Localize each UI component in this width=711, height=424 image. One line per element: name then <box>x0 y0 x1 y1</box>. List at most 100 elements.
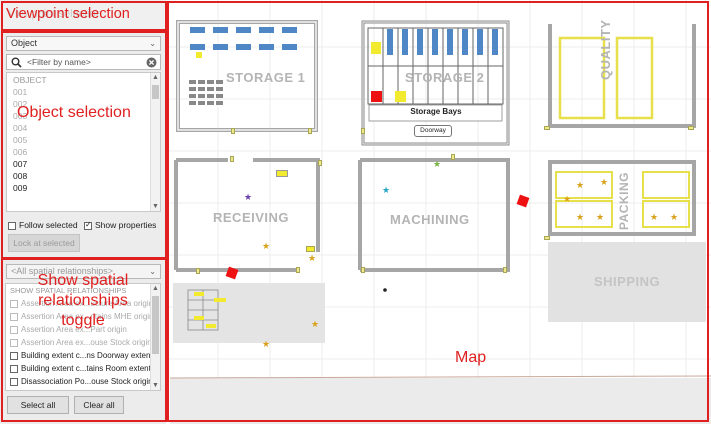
floor-plan[interactable] <box>168 0 711 424</box>
list-item[interactable]: 005 <box>13 135 28 145</box>
select-all-button[interactable]: Select all <box>7 396 69 414</box>
stock-star-icon[interactable]: ★ <box>262 339 271 349</box>
relationship-label: Assertion Area ex...ouse Stock origin <box>21 338 152 347</box>
show-properties-label: Show properties <box>95 220 157 230</box>
relationship-item[interactable]: Building extent c...tains Room extent <box>6 362 160 375</box>
door-marker <box>308 128 312 134</box>
stock-star-icon[interactable]: ★ <box>382 185 391 195</box>
relationship-label: Building extent c...tains Room extent <box>21 364 151 373</box>
relationships-section-header: SHOW SPATIAL RELATIONSHIPS <box>10 286 127 295</box>
room-label-storage-1: STORAGE 1 <box>226 70 306 85</box>
object-type-dropdown[interactable]: Object ⌄ <box>6 36 161 51</box>
chevron-down-icon: ⌄ <box>149 267 156 276</box>
relationship-item[interactable]: Assertion Area ex...ouse Stock origin <box>6 336 160 349</box>
relationships-scrollbar[interactable]: ▲ ▼ <box>150 284 160 390</box>
list-item[interactable]: 003 <box>13 111 28 121</box>
relationships-list[interactable]: SHOW SPATIAL RELATIONSHIPS Assertion Are… <box>5 283 161 391</box>
search-icon <box>11 57 22 68</box>
room-label-packing: PACKING <box>617 172 631 230</box>
list-item[interactable]: 002 <box>13 99 28 109</box>
relationship-item[interactable]: Assertion Area ex...Part origin <box>6 323 160 336</box>
relationships-dropdown[interactable]: <All spatial relationships> ⌄ <box>6 264 161 279</box>
door-marker <box>544 126 550 130</box>
follow-selected-label: Follow selected <box>19 220 78 230</box>
scroll-up-icon[interactable]: ▲ <box>152 285 159 292</box>
relationship-item[interactable]: Disassociation Po...ouse Stock origin <box>6 375 160 388</box>
stock-star-icon[interactable]: ★ <box>650 212 659 222</box>
relationship-item[interactable]: Assertion Area ex...ucture Area origin <box>6 297 160 310</box>
relationship-label: Building extent c...ns Doorway extent <box>21 351 153 360</box>
stock-star-icon[interactable]: ★ <box>244 192 253 202</box>
follow-selected-checkbox[interactable]: Follow selected <box>8 220 78 230</box>
viewpoint-header: Viewpoint selection <box>8 8 102 20</box>
search-input[interactable]: <Filter by name> <box>27 57 91 67</box>
list-item[interactable]: 001 <box>13 87 28 97</box>
scroll-down-icon[interactable]: ▼ <box>152 203 159 210</box>
door-marker <box>544 236 550 240</box>
viewpoint-panel: Viewpoint selection <box>0 0 166 30</box>
door-marker <box>451 154 455 160</box>
door-marker <box>318 160 322 166</box>
annotation-relationships-line2: relationships <box>38 292 128 309</box>
lock-at-selected-button[interactable]: Lock at selected <box>8 234 80 252</box>
annotation-relationships-line3: toggle <box>61 312 105 329</box>
object-list[interactable]: OBJECT 001 002 003 004 005 006 007 008 0… <box>6 72 161 212</box>
door-marker <box>306 246 315 252</box>
stock-star-icon[interactable]: ★ <box>670 212 679 222</box>
annotation-viewpoint-selection: Viewpoint selection <box>6 6 130 22</box>
relationship-item[interactable]: Building extent c...ns Doorway extent <box>6 349 160 362</box>
object-filter[interactable]: <Filter by name> <box>6 54 161 70</box>
clear-search-icon[interactable] <box>146 57 157 68</box>
room-label-machining: MACHINING <box>390 212 470 227</box>
map-view[interactable]: STORAGE 1 STORAGE 2 Storage Bays Doorway… <box>168 0 711 424</box>
scroll-thumb[interactable] <box>152 85 159 99</box>
scroll-down-icon[interactable]: ▼ <box>152 382 159 389</box>
door-marker <box>688 126 694 130</box>
checkbox-icon <box>10 312 18 321</box>
door-marker <box>230 156 234 162</box>
stock-star-icon[interactable]: ★ <box>600 177 609 187</box>
pallet-marker[interactable] <box>194 292 204 296</box>
list-item[interactable]: 007 <box>13 159 28 169</box>
checkbox-icon <box>10 364 18 373</box>
door-marker <box>296 267 300 273</box>
door-marker <box>361 128 365 134</box>
pallet-marker[interactable] <box>194 316 204 320</box>
list-item[interactable]: 009 <box>13 183 28 193</box>
annotation-relationships-line1: Show spatial <box>37 272 129 289</box>
relationship-label: Assertion Area ex...ntains MHE origin <box>21 312 154 321</box>
list-item[interactable]: 008 <box>13 171 28 181</box>
clear-all-button[interactable]: Clear all <box>74 396 124 414</box>
object-list-scrollbar[interactable]: ▲ ▼ <box>150 73 160 211</box>
pallet-marker[interactable] <box>276 170 288 177</box>
checkbox-icon <box>8 221 16 230</box>
stock-star-icon[interactable]: ★ <box>433 159 442 169</box>
stock-star-icon[interactable]: ★ <box>311 319 320 329</box>
pallet-marker[interactable] <box>206 324 216 328</box>
room-label-shipping: SHIPPING <box>594 274 661 289</box>
stock-star-icon[interactable]: ★ <box>576 212 585 222</box>
relationships-panel: <All spatial relationships> ⌄ SHOW SPATI… <box>0 258 166 424</box>
scroll-up-icon[interactable]: ▲ <box>152 74 159 81</box>
list-header: OBJECT <box>13 75 47 85</box>
checkbox-icon <box>10 338 18 347</box>
room-label-storage-2: STORAGE 2 <box>405 70 485 85</box>
checkbox-icon <box>10 299 18 308</box>
checkbox-icon <box>10 377 18 386</box>
checkbox-icon <box>10 325 18 334</box>
stock-star-icon[interactable]: ★ <box>308 253 317 263</box>
stock-star-icon[interactable]: ★ <box>596 212 605 222</box>
show-properties-checkbox[interactable]: Show properties <box>84 220 156 230</box>
relationship-label: Disassociation Po...ouse Stock origin <box>21 377 153 386</box>
stock-star-icon[interactable]: ★ <box>576 180 585 190</box>
list-item[interactable]: 006 <box>13 147 28 157</box>
relationships-dropdown-value: <All spatial relationships> <box>11 266 114 276</box>
stock-star-icon[interactable]: ★ <box>262 241 271 251</box>
stock-star-icon[interactable]: ★ <box>563 194 572 204</box>
annotation-map: Map <box>455 349 487 366</box>
scroll-thumb[interactable] <box>152 296 159 354</box>
relationship-item[interactable]: Assertion Area ex...ntains MHE origin <box>6 310 160 323</box>
list-item[interactable]: 004 <box>13 123 28 133</box>
relationship-label: Assertion Area ex...Part origin <box>21 325 127 334</box>
pallet-marker[interactable] <box>214 298 226 302</box>
